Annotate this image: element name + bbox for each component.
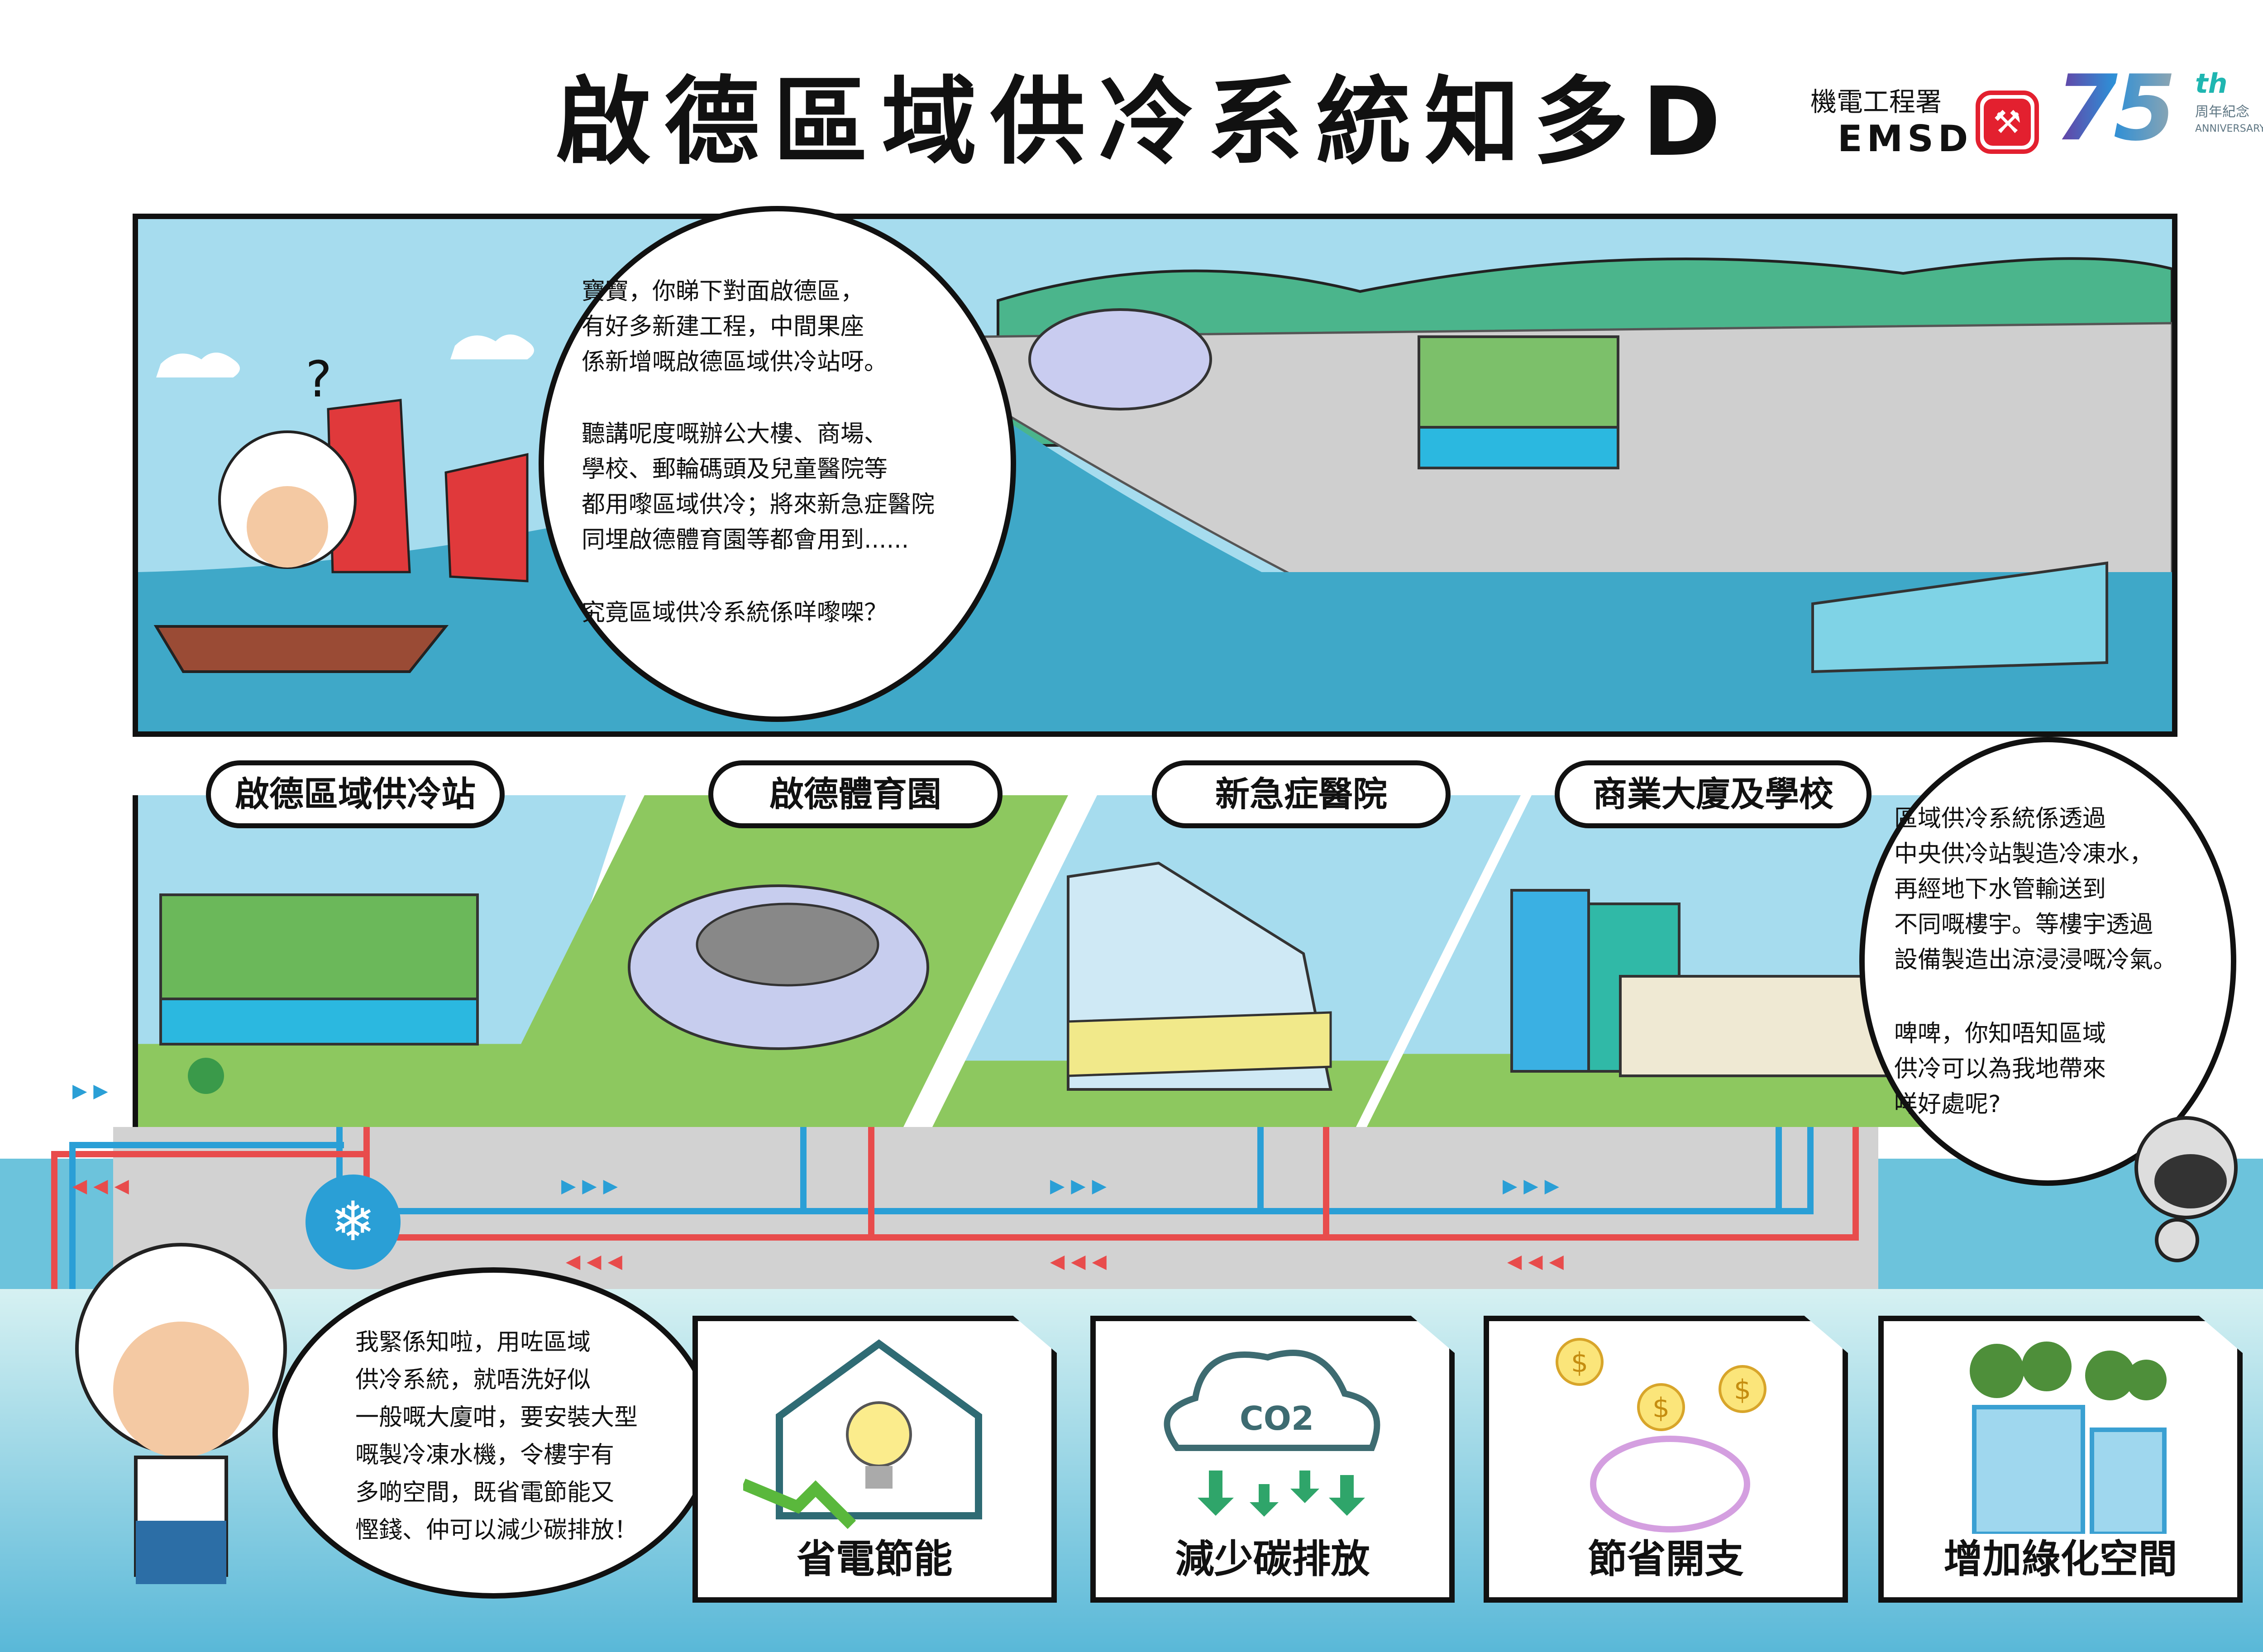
flow-arrows-return: ◀◀◀ — [72, 1175, 135, 1197]
benefit-label: 增加綠化空間 — [1943, 1537, 2177, 1582]
pipe-network: ❄ — [51, 1127, 1859, 1290]
bear-character-waving — [75, 1243, 287, 1584]
emsd-logo-icon: ⚒ — [1976, 91, 2039, 154]
house-lightbulb-icon — [743, 1339, 982, 1529]
co2-text: CO2 — [1240, 1399, 1314, 1437]
top-bubble-paragraph-2: 聽講呢度嘅辦公大樓、商場、 學校、郵輪碼頭及兒童醫院等 都用嚟區域供冷；將來新急… — [582, 420, 935, 554]
right-speech-bubble — [1859, 737, 2236, 1186]
junk-boat-drawing — [153, 625, 449, 673]
top-bubble-paragraph-3: 究竟區域供冷系統係咩嚟㗎？ — [582, 599, 888, 626]
emsd-name-en: EMSD — [1838, 118, 1973, 160]
top-speech-bubble — [539, 206, 1016, 722]
anniversary-zh: 周年紀念 — [2195, 104, 2249, 120]
co2-cloud-icon: CO2 — [1164, 1350, 1380, 1517]
kai-tak-illustration — [138, 257, 2172, 731]
kai-tak-scene-panel: ? — [133, 214, 2177, 737]
flow-arrows-supply: ▶▶▶ — [1503, 1175, 1566, 1197]
hospital-building — [1067, 861, 1332, 1091]
anniversary-logo: 75 th 周年紀念 ANNIVERSARY — [2055, 59, 2263, 158]
emsd-name-zh: 機電工程署 — [1810, 86, 1942, 117]
piggy-bank-icon: $ $ $ — [1556, 1338, 1766, 1533]
coin-symbol: $ — [1734, 1374, 1751, 1406]
panel-cooling-station — [133, 795, 626, 1127]
anniversary-number: 75 — [2055, 56, 2176, 161]
benefit-label: 減少碳排放 — [1175, 1537, 1370, 1582]
chilled-water-supply-pipe — [336, 1127, 1814, 1214]
question-mark: ? — [306, 350, 332, 408]
anniversary-en: ANNIVERSARY — [2195, 123, 2263, 134]
left-bubble-text: 我緊係知啦，用咗區域 供冷系統，就唔洗好似 一般嘅大廈咁，要安裝大型 嘅製冷凍水… — [355, 1329, 638, 1544]
benefit-card-savings: $ $ $ 節省開支 — [1484, 1316, 1848, 1603]
flow-arrows-supply: ▶▶▶ — [1050, 1175, 1113, 1197]
svg-text:❄: ❄ — [330, 1190, 376, 1253]
snowflake-icon — [306, 1175, 401, 1270]
flow-arrows-return: ◀◀◀ — [566, 1250, 629, 1272]
label-acute-hospital: 新急症醫院 — [1152, 760, 1451, 828]
sports-park-stadium — [628, 884, 929, 1050]
benefit-card-energy: 省電節能 — [692, 1316, 1057, 1603]
right-bubble-paragraph-2: 啤啤，你知唔知區域 供冷可以為我地帶來 咩好處呢? — [1894, 1020, 2106, 1118]
page-title: 啟德區域供冷系統知多D — [555, 67, 1735, 177]
green-building-icon — [1970, 1342, 2167, 1534]
label-sports-park: 啟德體育園 — [708, 760, 1003, 828]
flow-arrows-supply: ▶▶ — [72, 1079, 115, 1102]
label-commercial-school: 商業大廈及學校 — [1555, 760, 1872, 828]
label-cooling-station: 啟德區域供冷站 — [206, 760, 505, 828]
hospital-drawing — [1811, 561, 2108, 673]
flow-arrows-supply: ▶▶▶ — [561, 1175, 624, 1197]
top-bubble-paragraph-1: 寶寶，你睇下對面啟德區， 有好多新建工程，中間果座 係新增嘅啟德區域供冷站呀。 — [582, 278, 888, 376]
benefit-label: 節省開支 — [1588, 1537, 1744, 1582]
benefit-card-carbon: CO2 減少碳排放 — [1090, 1316, 1455, 1603]
robot-character — [2134, 1116, 2238, 1262]
flow-arrows-return: ◀◀◀ — [1507, 1250, 1570, 1272]
coin-symbol: $ — [1571, 1347, 1588, 1379]
stadium-drawing — [1028, 308, 1212, 411]
benefit-label: 省電節能 — [797, 1537, 953, 1582]
anniversary-suffix: th — [2195, 68, 2228, 100]
benefit-card-greenery: 增加綠化空間 — [1878, 1316, 2243, 1603]
coin-symbol: $ — [1652, 1392, 1670, 1424]
cooling-station-building — [159, 893, 479, 1094]
right-bubble-paragraph-1: 區域供冷系統係透過 中央供冷站製造冷凍水， 再經地下水管輸送到 不同嘅樓宇。等樓… — [1894, 805, 2177, 974]
flow-arrows-return: ◀◀◀ — [1050, 1250, 1113, 1272]
